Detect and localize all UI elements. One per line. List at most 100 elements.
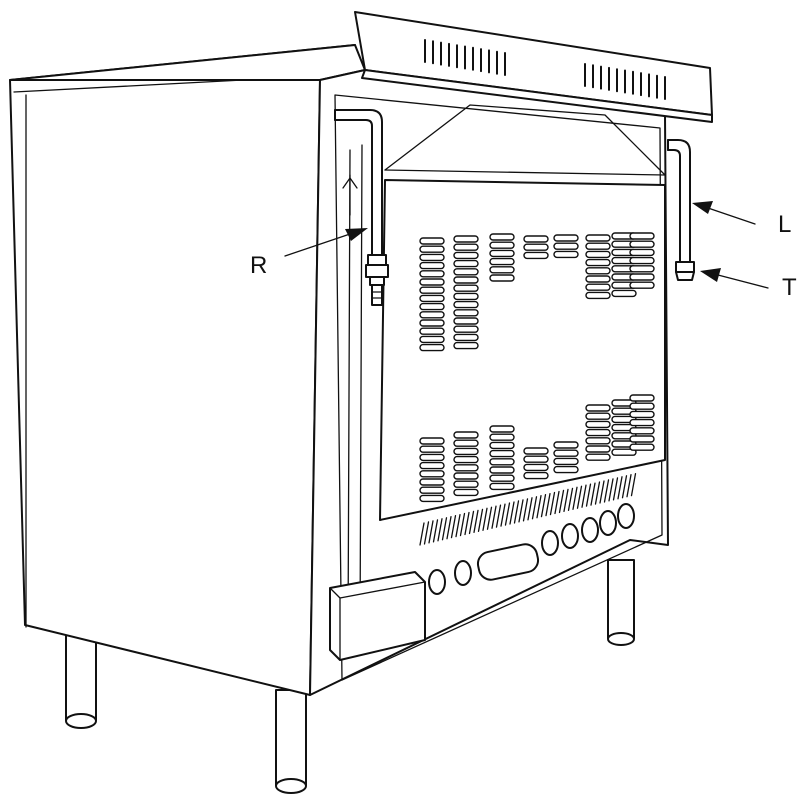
louvre-slot <box>453 309 479 317</box>
grille-slot <box>473 509 479 534</box>
louvre-slot <box>585 404 611 412</box>
louvre-slot <box>611 289 637 298</box>
louvre-slot <box>419 302 445 311</box>
grille-slot <box>540 493 547 518</box>
grille-slot <box>455 513 461 538</box>
pipe-cap-T <box>675 261 695 281</box>
louvre-slot <box>489 458 515 466</box>
grille-slot <box>567 487 574 512</box>
louvre-slot <box>489 266 515 274</box>
louvre-slot <box>453 472 479 480</box>
grille-slot <box>585 483 592 507</box>
label-R: R <box>250 252 267 279</box>
louvre-slot <box>629 281 655 289</box>
louvre-slot <box>523 447 549 455</box>
louvre-slot <box>585 283 611 291</box>
louvre-slot <box>419 453 445 462</box>
louvre-slot <box>489 233 515 241</box>
louvre-slot <box>453 464 479 472</box>
louvre-slot <box>585 437 611 445</box>
grille-slot <box>617 476 623 500</box>
louvre-slot <box>419 278 445 286</box>
grille-slot <box>432 519 439 543</box>
louvre-slot <box>585 445 611 453</box>
louvre-slot <box>585 242 611 250</box>
louvre-slot <box>629 240 655 248</box>
louvre-slot <box>629 418 655 427</box>
louvre-slot <box>419 470 445 478</box>
grille-slot <box>437 518 443 542</box>
louvre-slot <box>489 449 515 458</box>
louvre-slot <box>585 291 611 300</box>
plinth-holes <box>428 503 635 595</box>
louvre-slot <box>523 235 549 243</box>
louvre-slot <box>453 431 479 439</box>
louvre-slot <box>553 234 579 242</box>
grille-slot <box>468 510 475 535</box>
grille-slot <box>549 491 556 516</box>
louvre-slot <box>585 412 611 420</box>
louvre-slot <box>489 466 515 474</box>
leg-front-left <box>65 634 97 729</box>
grille-slot <box>608 478 614 502</box>
gas-pipe-L <box>667 139 691 263</box>
louvre-slot <box>419 494 445 503</box>
louvre-slot <box>629 265 655 273</box>
louvre-slot <box>453 268 479 276</box>
louvre-slot <box>419 478 445 486</box>
louvre-slot <box>453 325 479 333</box>
louvre-slot <box>585 258 611 267</box>
louvre-slot <box>453 284 479 292</box>
grille-slot <box>518 499 524 523</box>
grille-slot <box>459 512 466 537</box>
louvre-slot <box>419 343 445 352</box>
louvre-slot <box>453 317 479 325</box>
louvre-slot <box>553 465 579 474</box>
grille-slot <box>554 490 560 515</box>
bottom-grille <box>419 472 637 546</box>
grille-slot <box>522 498 529 522</box>
louvre-slot <box>629 273 655 281</box>
louvre-slot <box>489 433 515 441</box>
louvre-slot <box>453 276 479 284</box>
leg-rear-right <box>607 559 635 646</box>
louvre-slot <box>523 455 549 463</box>
grille-slot <box>491 505 497 529</box>
louvre-slot <box>489 474 515 482</box>
louvre-slot <box>489 249 515 258</box>
louvre-slot <box>585 234 611 242</box>
louvre-slot <box>453 243 479 251</box>
grille-slot <box>558 489 565 514</box>
grille-slot <box>581 484 587 508</box>
vent-slots-left <box>424 39 506 76</box>
grille-slot <box>423 521 430 545</box>
grille-slot <box>536 495 542 519</box>
louvre-slot <box>419 286 445 294</box>
leader-arrow-L <box>692 201 756 225</box>
grille-slot <box>513 500 520 524</box>
louvre-slot <box>419 327 445 335</box>
louvre-slot <box>629 402 655 410</box>
louvre-slot <box>453 300 479 309</box>
grille-slot <box>477 508 484 532</box>
grille-slot <box>572 486 578 510</box>
grille-slot <box>612 477 619 501</box>
louvre-slot <box>585 420 611 429</box>
louvre-slot <box>629 427 655 435</box>
louvre-slot <box>489 425 515 433</box>
louvre-slot <box>629 443 655 451</box>
louvre-slot <box>611 448 637 456</box>
grille-slot <box>419 522 425 546</box>
grille-slot <box>464 511 470 536</box>
grille-slot <box>563 488 569 513</box>
louvre-slot <box>585 275 611 283</box>
grille-slot <box>486 506 493 530</box>
louvre-slot <box>419 245 445 253</box>
louvre-slot <box>553 441 579 449</box>
grille-slot <box>495 504 502 528</box>
louvre-slot <box>453 439 479 447</box>
label-T: T <box>782 274 797 301</box>
side-panel <box>9 44 356 696</box>
louvre-slot <box>419 319 445 327</box>
